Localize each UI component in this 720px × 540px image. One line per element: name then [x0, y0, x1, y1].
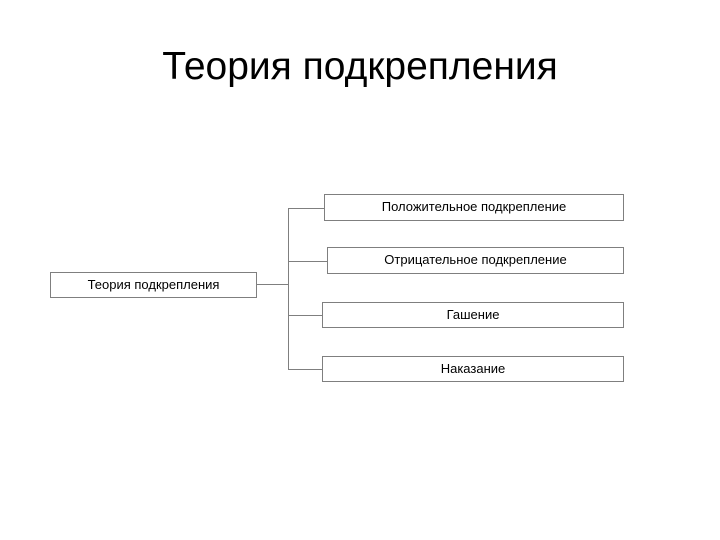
- connector-branch-1: [288, 208, 325, 209]
- diagram-node-label: Гашение: [446, 306, 500, 322]
- connector-branch-2: [288, 261, 328, 262]
- diagram-node-negative-reinforcement[interactable]: Отрицательное подкрепление: [327, 247, 624, 274]
- connector-branch-4: [288, 369, 323, 370]
- connector-root-stub: [257, 284, 289, 285]
- connector-branch-3: [288, 315, 323, 316]
- diagram-node-extinction[interactable]: Гашение: [322, 302, 624, 328]
- diagram-node-root[interactable]: Теория подкрепления: [50, 272, 257, 298]
- page-title: Теория подкрепления: [162, 45, 558, 88]
- diagram-node-punishment[interactable]: Наказание: [322, 356, 624, 382]
- diagram-node-positive-reinforcement[interactable]: Положительное подкрепление: [324, 194, 624, 221]
- diagram-node-label: Положительное подкрепление: [381, 199, 567, 215]
- diagram-node-label: Отрицательное подкрепление: [384, 252, 567, 268]
- diagram-node-label: Наказание: [440, 360, 506, 376]
- diagram-node-root-label: Теория подкрепления: [87, 276, 220, 292]
- connector-trunk: [288, 208, 289, 370]
